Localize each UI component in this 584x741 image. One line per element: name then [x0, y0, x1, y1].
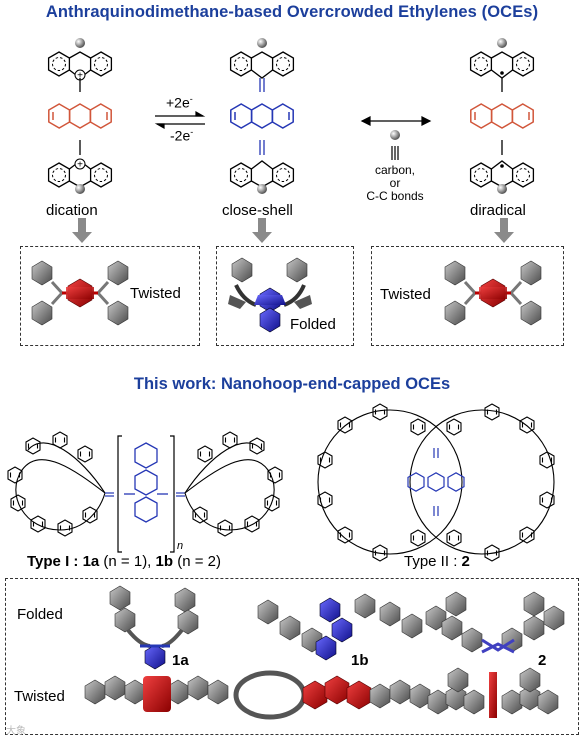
- model-1a-folded: [109, 585, 199, 670]
- model-twisted-right: [444, 260, 542, 326]
- label-oxidation: -2e-: [170, 127, 194, 144]
- diradical-structure: [469, 38, 535, 194]
- label-twisted-right: Twisted: [380, 286, 431, 303]
- label-diradical: diradical: [470, 202, 526, 219]
- label-reduction: +2e-: [166, 94, 193, 111]
- page-title: Anthraquinodimethane-based Overcrowded E…: [45, 3, 539, 21]
- label-dication: dication: [46, 202, 98, 219]
- box-conformer-panel: [5, 578, 579, 735]
- label-type2: Type II : 2: [404, 553, 470, 570]
- label-twisted-left: Twisted: [130, 285, 181, 302]
- box-folded-center: [216, 246, 354, 346]
- dication-structure: + +: [47, 38, 113, 194]
- label-n: n: [177, 540, 184, 552]
- type2-structure: [317, 403, 555, 562]
- box-twisted-right: [371, 246, 564, 346]
- box-twisted-left: [20, 246, 200, 346]
- label-row-folded: Folded: [17, 606, 63, 623]
- model-2-folded: [425, 591, 565, 654]
- model-1a-twisted: [84, 675, 229, 712]
- label-bridge-note: carbon, or C-C bonds: [366, 163, 424, 203]
- type1-structure: [7, 431, 283, 553]
- label-type1: Type I : 1a (n = 1), 1b (n = 2): [27, 553, 221, 570]
- svg-text:+: +: [77, 71, 83, 82]
- label-compound-1b: 1b: [351, 652, 369, 669]
- model-2-twisted: [427, 667, 559, 718]
- model-folded-center: [228, 257, 312, 333]
- redox-arrows: [154, 110, 206, 130]
- down-arrows: [72, 218, 514, 243]
- label-row-twisted: Twisted: [14, 688, 65, 705]
- watermark: 大象: [6, 726, 26, 737]
- model-twisted-left: [31, 260, 129, 326]
- label-compound-2: 2: [538, 652, 547, 669]
- section-subtitle: This work: Nanohoop-end-capped OCEs: [133, 375, 451, 393]
- label-folded-center: Folded: [290, 316, 336, 333]
- model-1b-twisted: [233, 670, 431, 720]
- closed-shell-structure: [229, 38, 295, 194]
- svg-text:+: +: [77, 160, 83, 171]
- label-compound-1a: 1a: [172, 652, 189, 669]
- label-closed-shell: close-shell: [222, 202, 293, 219]
- resonance-arrow: [360, 116, 432, 160]
